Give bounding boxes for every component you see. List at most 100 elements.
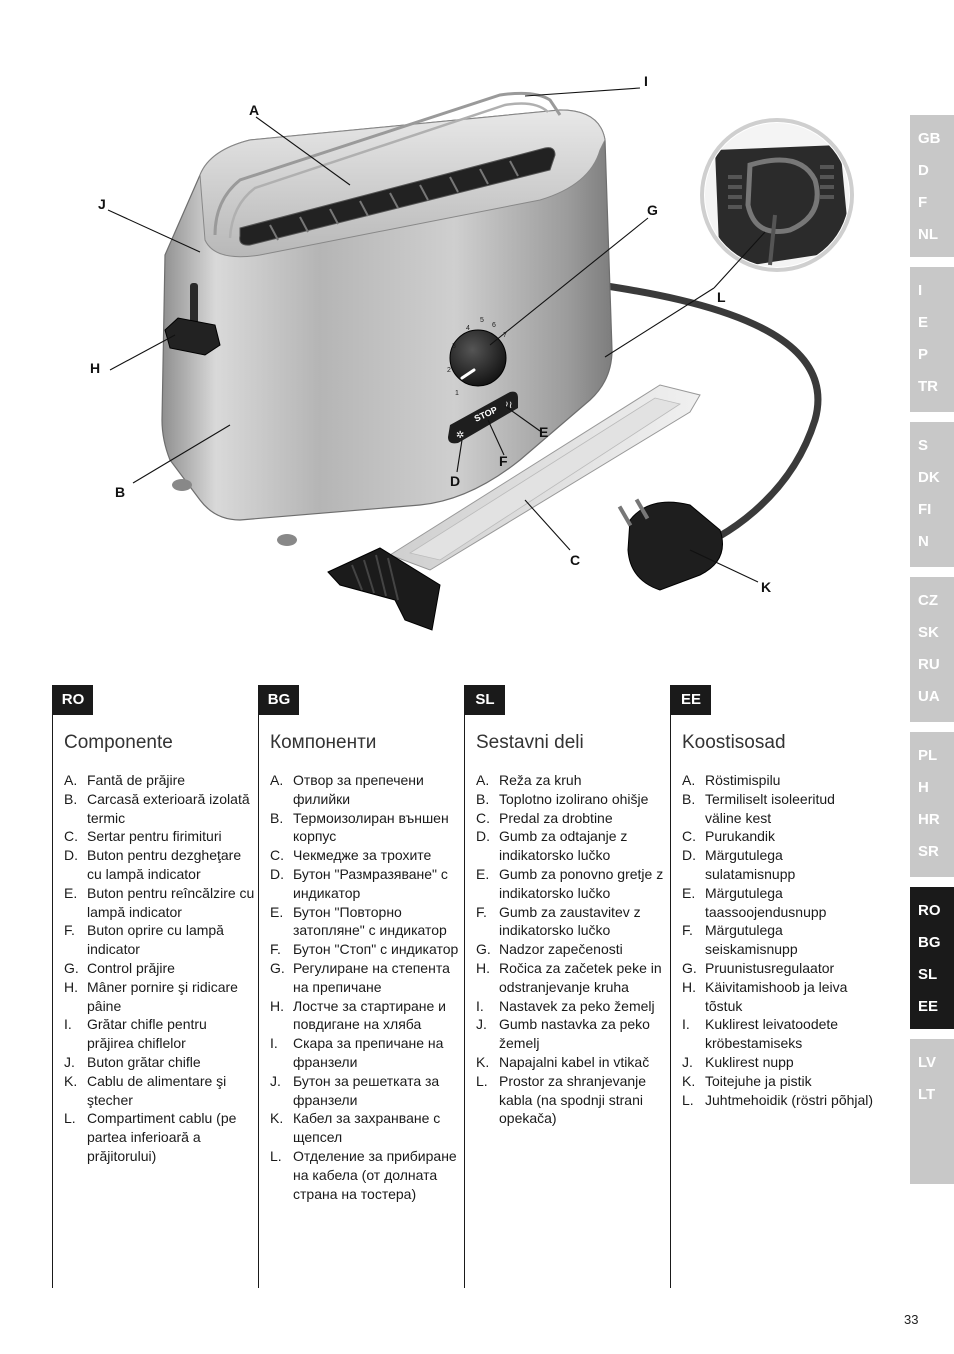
tab-group-s[interactable]: S DK FI N [910,422,954,567]
tab-code[interactable]: EE [918,998,939,1015]
tab-code[interactable]: LT [918,1086,936,1103]
tab-code[interactable]: F [918,194,928,211]
tab-code[interactable]: TR [918,378,938,395]
item-text: Compartiment cablu (pe partea inferioară… [87,1110,237,1164]
column-bg: BG Компоненти A.Отвор за препечени филий… [258,685,463,1288]
item-text: Juhtmehoidik (röstri põhjal) [705,1091,874,1108]
tab-code[interactable]: I [918,282,923,299]
item-letter: C. [682,828,696,845]
tab-group-ro-active[interactable]: RO BG SL EE [910,887,954,1029]
tab-code[interactable]: LV [918,1054,937,1071]
dial-number: 1 [455,390,459,397]
tab-code[interactable]: BG [918,934,941,951]
item-text: Buton oprire cu lampă indicator [87,922,224,958]
callout-label: C [570,552,581,568]
tab-code[interactable]: RU [918,656,940,673]
callout-label: I [644,73,648,89]
component-item: H.Mâner pornire şi ridicare pâine [64,978,256,1016]
dial-number: 2 [447,367,451,374]
item-text: Бутон "Повторно затопляне" с индикатор [293,903,447,939]
item-text: Märgutulega sulatamisnupp [705,847,796,882]
item-letter: E. [476,865,490,882]
tab-code[interactable]: E [918,314,929,331]
tab-code[interactable]: H [918,779,929,796]
item-letter: L. [270,1147,282,1164]
component-item: J. Gumb nastavka za peko žemelj [476,1015,668,1053]
callout-label: H [90,360,101,376]
item-text: Gumb za odtajanje z indikatorsko lučko [499,828,628,864]
component-item: G.Control prăjire [64,959,256,978]
component-item: E. Gumb za ponovno gretje z indikatorsko … [476,865,668,903]
component-item: I.Скара за препичане на франзели [270,1034,462,1072]
item-letter: B. [476,790,490,807]
tab-group-gb[interactable]: GB D F NL [910,115,954,257]
item-text: Buton pentru reîncălzire cu lampă indica… [87,884,255,920]
section-title: Componente [64,732,173,753]
item-letter: G. [682,959,697,976]
tab-code[interactable]: GB [918,130,941,147]
tab-group-cz[interactable]: CZ SK RU UA [910,577,954,722]
item-letter: J. [476,1016,487,1033]
item-text: Grătar chifle pentru prăjirea chiflelor [87,1016,207,1052]
item-text: Gumb nastavka za peko žemelj [499,1016,650,1052]
item-text: Control prăjire [87,959,175,976]
tab-code[interactable]: SL [918,966,938,983]
tab-code[interactable]: SK [918,624,939,641]
tab-code[interactable]: NL [918,226,938,243]
component-item: J.Kuklirest nupp [682,1053,874,1072]
component-item: L. Отделение за прибиране на кабела (от д… [270,1147,462,1203]
item-text: Отвор за препечени филийки [293,772,424,807]
section-title: Sestavni deli [476,732,584,753]
item-letter: E. [682,884,696,901]
callout-label: G [647,202,658,218]
component-item: C.Чекмедже за трохите [270,846,462,865]
tab-code[interactable]: PL [918,747,938,764]
item-text: Carcasă exterioară izolată termic [87,790,250,826]
item-letter: K. [270,1110,284,1127]
component-item: D.Бутон "Размразяване" с индикатор [270,865,462,903]
tab-code[interactable]: D [918,162,929,179]
tab-code[interactable]: DK [918,469,940,486]
component-item: E. Бутон "Повторно затопляне" с индикатор [270,903,462,941]
tab-code[interactable]: HR [918,811,940,828]
tab-group-lv[interactable]: LV LT [910,1039,954,1184]
item-text: Gumb za zaustavitev z indikatorsko lučko [499,903,641,939]
component-item: A.Reža za kruh [476,771,668,790]
component-item: H.Ročica za začetek peke in odstranjevan… [476,959,668,997]
tab-code[interactable]: FI [918,501,932,518]
item-text: Sertar pentru firimituri [87,828,222,845]
page-number: 33 [904,1312,919,1327]
item-text: Napajalni kabel in vtikač [499,1053,650,1070]
tab-group-pl[interactable]: PL H HR SR [910,732,954,877]
item-text: Märgutulega taassoojendusnupp [705,884,827,920]
section-title: Koostisosad [682,732,786,753]
tab-code[interactable]: N [918,533,929,550]
item-letter: H. [270,997,284,1014]
tab-group-i[interactable]: I E P TR [910,267,954,412]
item-letter: B. [682,790,696,807]
toaster-illustration: 1 2 3 4 5 6 7 STOP ✲ ≀≀ [0,0,900,680]
item-text: Отделение за прибиране на кабела (от дол… [293,1147,457,1202]
item-text: Gumb za ponovno gretje z indikatorsko lu… [499,865,664,901]
tab-code[interactable]: RO [918,902,941,919]
tab-code[interactable]: CZ [918,592,938,609]
item-letter: A. [682,772,696,788]
item-text: Käivitamishoob ja leiva tõstuk [705,978,848,1014]
tab-code[interactable]: P [918,346,929,363]
component-item: E. Märgutulega taassoojendusnupp [682,884,874,922]
component-item: J.Buton grătar chifle [64,1053,256,1072]
item-letter: J. [682,1053,693,1070]
item-text: Prostor za shranjevanje kabla (na spodnj… [499,1072,647,1127]
item-letter: E. [270,903,284,920]
component-item: D.Gumb za odtajanje z indikatorsko lučko [476,827,668,865]
tab-code[interactable]: UA [918,688,940,705]
item-text: Чекмедже за трохите [293,847,432,864]
tab-code[interactable]: S [918,437,929,454]
tab-code[interactable]: SR [918,843,939,860]
item-text: Nastavek za peko žemelj [499,997,655,1014]
item-letter: A. [476,772,490,788]
